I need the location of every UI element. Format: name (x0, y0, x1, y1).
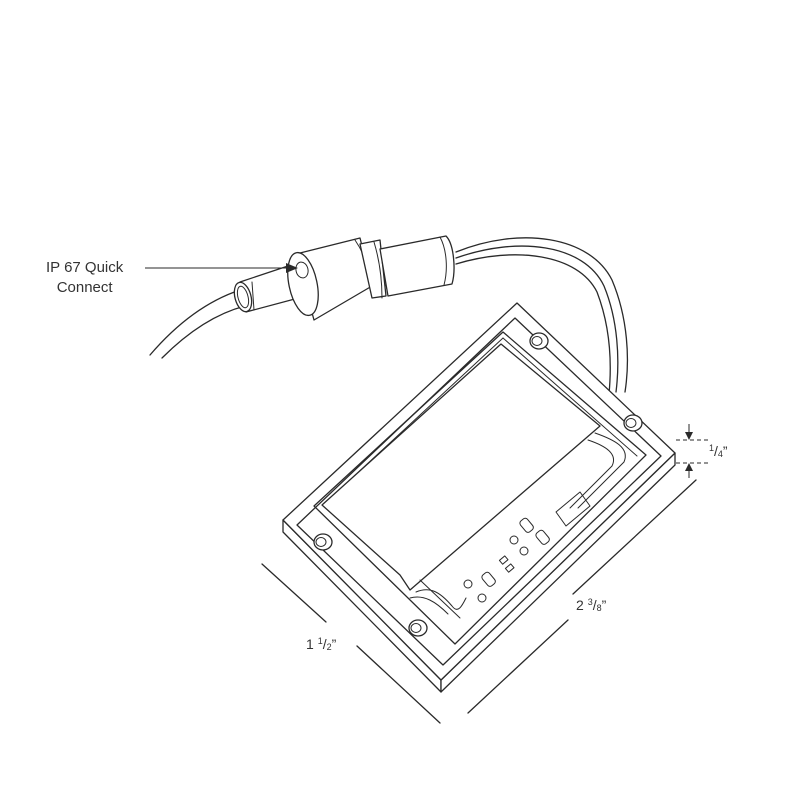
length-whole: 2 (576, 597, 584, 613)
width-dimension-label: 1 1/2” (306, 636, 336, 652)
callout-line-1: IP 67 Quick (46, 259, 124, 276)
height-dimension-label: 1/4” (709, 443, 728, 459)
length-dimension-label: 2 3/8” (576, 597, 606, 613)
pigtail-wires (455, 237, 629, 395)
length-num: 3 (587, 597, 593, 607)
callout-label: IP 67 Quick Connect (46, 258, 123, 298)
height-dimension (676, 424, 708, 478)
width-unit: ” (331, 636, 337, 652)
length-den: 8 (596, 603, 602, 613)
width-num: 1 (317, 636, 323, 646)
width-whole: 1 (306, 636, 314, 652)
callout-leader (145, 263, 298, 273)
quick-connect-connector (233, 235, 455, 321)
length-slash: / (592, 597, 597, 613)
cable (149, 289, 246, 359)
height-slash: / (714, 443, 718, 459)
callout-line-2: Connect (56, 279, 113, 296)
width-den: 2 (326, 642, 332, 652)
length-dimension (467, 479, 697, 714)
height-unit: ” (722, 443, 728, 459)
height-num: 1 (709, 443, 715, 453)
width-dimension (261, 563, 441, 724)
height-den: 4 (717, 449, 723, 459)
width-slash: / (322, 636, 327, 652)
sensor-module (282, 302, 676, 693)
length-unit: ” (601, 597, 607, 613)
